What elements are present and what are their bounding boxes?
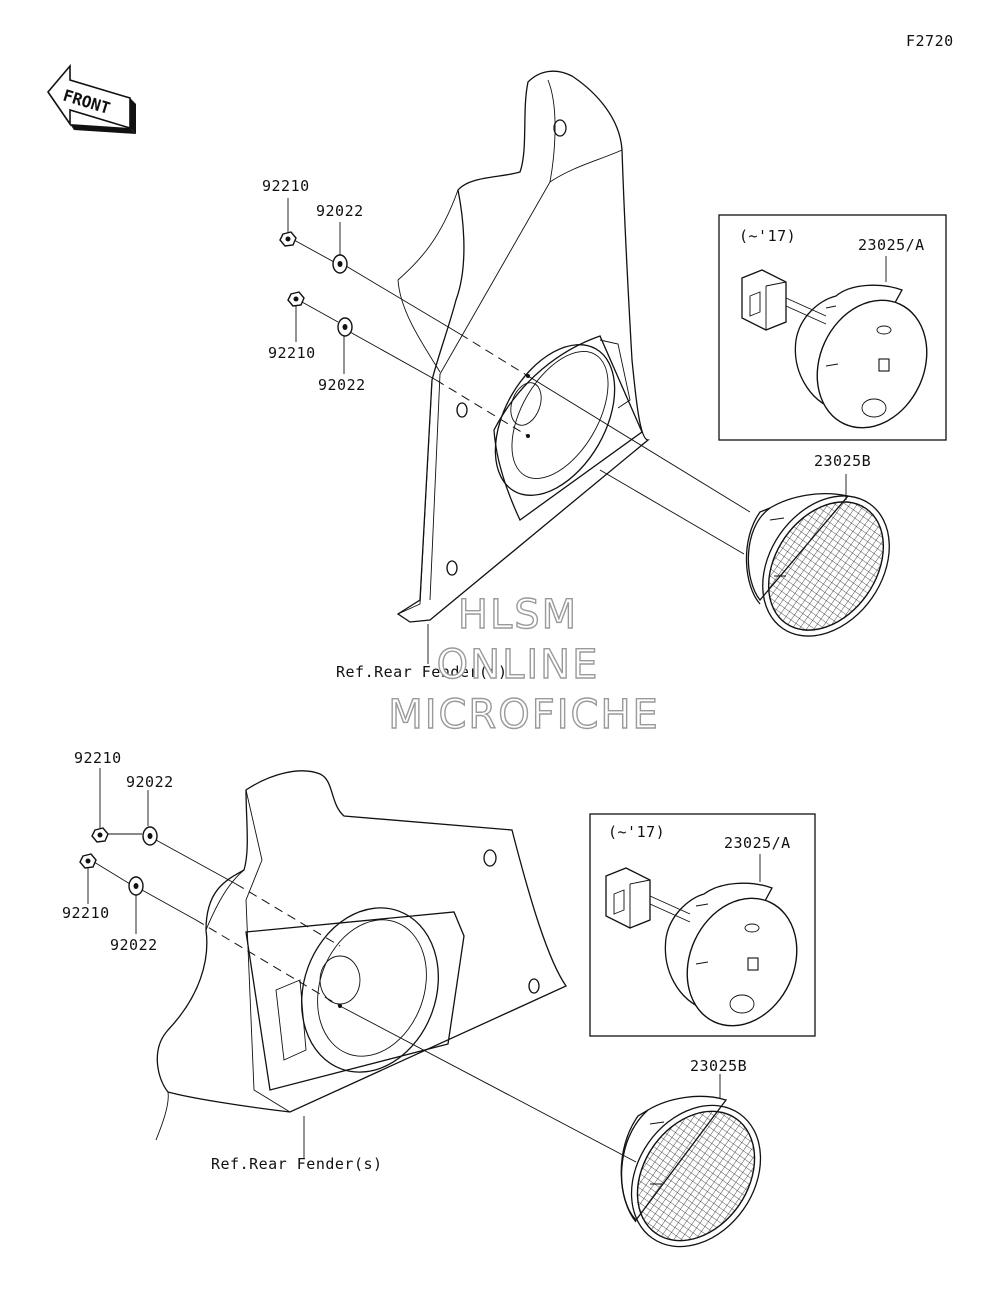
bottom-fender-bracket <box>155 770 567 1141</box>
bottom-leaders <box>87 768 721 1163</box>
watermark-line3: MICROFICHE <box>388 692 660 738</box>
bottom-ref-text: Ref.Rear Fender(s) <box>211 1155 383 1173</box>
bottom-label-nut-upper: 92210 <box>74 749 122 767</box>
front-arrow-icon: FRONT <box>46 63 136 134</box>
top-label-nut-upper: 92210 <box>262 177 310 195</box>
watermark-line2: ONLINE <box>437 642 600 688</box>
watermark: HLSM ONLINE MICROFICHE <box>387 591 660 738</box>
bottom-inset-reflector-icon <box>664 882 798 1027</box>
top-label-reflector: 23025B <box>814 452 871 470</box>
bottom-washer-upper-icon <box>142 826 158 846</box>
top-inset-connector-icon <box>741 269 827 331</box>
bottom-label-washer-upper: 92022 <box>126 773 174 791</box>
bottom-nut-lower-icon <box>79 853 97 869</box>
bottom-label-nut-lower: 92210 <box>62 904 110 922</box>
top-inset-box: (~'17) 23025/A <box>718 214 947 441</box>
top-washer-upper-icon <box>332 254 348 274</box>
top-assembly: 92210 92022 92210 92022 23025B (~'17) 23… <box>262 70 947 681</box>
top-ref-text: Ref.Rear Fender(s) <box>336 663 508 681</box>
top-nut-upper-icon <box>279 231 297 247</box>
top-reflector-icon <box>745 493 890 637</box>
bottom-reflector-icon <box>620 1095 762 1248</box>
top-fender-bracket <box>396 70 650 623</box>
top-inset-part: 23025/A <box>858 236 925 254</box>
bottom-inset-part: 23025/A <box>724 834 791 852</box>
bottom-label-reflector: 23025B <box>690 1057 747 1075</box>
top-label-washer-lower: 92022 <box>318 376 366 394</box>
top-nut-lower-icon <box>287 291 305 307</box>
top-inset-reflector-icon <box>794 284 928 429</box>
top-washer-lower-icon <box>337 317 353 337</box>
top-label-nut-lower: 92210 <box>268 344 316 362</box>
bottom-inset-box: (~'17) 23025/A <box>589 813 816 1037</box>
top-inset-note: (~'17) <box>739 227 796 245</box>
bottom-inset-connector-icon <box>605 867 691 929</box>
bottom-inset-note: (~'17) <box>608 823 665 841</box>
bottom-washer-lower-icon <box>128 876 144 896</box>
bottom-assembly: 92210 92022 92210 92022 23025B (~'17) 23… <box>62 749 816 1248</box>
bottom-label-washer-lower: 92022 <box>110 936 158 954</box>
bottom-nut-upper-icon <box>91 827 109 843</box>
figure-code: F2720 <box>906 32 954 50</box>
top-label-washer-upper: 92022 <box>316 202 364 220</box>
watermark-line1: HLSM <box>458 592 578 638</box>
